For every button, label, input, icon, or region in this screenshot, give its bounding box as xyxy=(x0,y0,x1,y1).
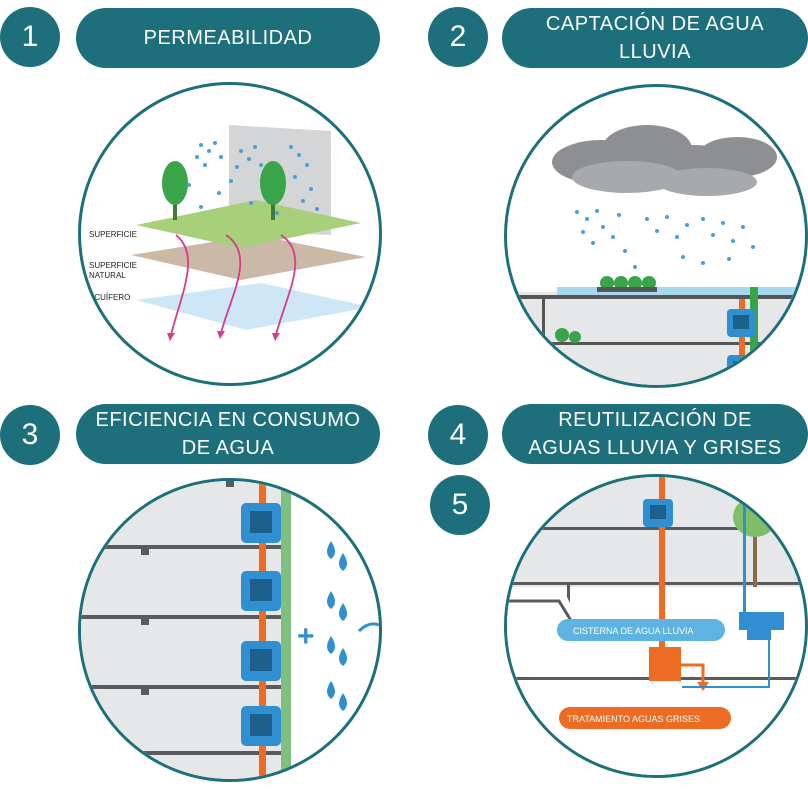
step-title-4-line-1: REUTILIZACIÓN DE xyxy=(558,409,752,431)
step-title-4-line-2: AGUAS LLUVIA Y GRISES xyxy=(528,437,782,459)
label-superficie: SUPERFICIE xyxy=(89,230,137,239)
step-title-4: REUTILIZACIÓN DE AGUAS LLUVIA Y GRISES xyxy=(502,404,808,464)
water-efficiency-diagram: + xyxy=(78,478,382,782)
treatment-label: TRATAMIENTO AGUAS GRISES xyxy=(567,714,700,724)
toilet-icon xyxy=(241,641,281,681)
treatment-shape xyxy=(559,707,731,729)
rain-icon xyxy=(575,209,755,269)
step-number-5: 5 xyxy=(430,475,490,535)
step-title-1: PERMEABILIDAD xyxy=(76,8,380,68)
cistern-label: CISTERNA DE AGUA LLUVIA xyxy=(573,626,694,636)
water-drop-icon xyxy=(327,541,347,711)
step-number-4: 4 xyxy=(428,405,488,465)
tree-icon xyxy=(260,161,286,220)
toilet-icon xyxy=(727,309,755,337)
step-number-1: 1 xyxy=(0,7,60,67)
step-title-1-line: PERMEABILIDAD xyxy=(143,27,313,49)
label-superficie-natural-2: NATURAL xyxy=(89,271,126,280)
label-superficie-natural-1: SUPERFICIE xyxy=(89,261,137,270)
step-number-3: 3 xyxy=(0,405,60,465)
step-title-2-line-1: CAPTACIÓN DE AGUA xyxy=(545,13,765,35)
natural-surface-plane xyxy=(131,235,366,280)
step-title-3-line-2: DE AGUA xyxy=(181,437,275,459)
green-roof-shrubs xyxy=(555,276,656,343)
tree-icon xyxy=(162,161,188,220)
step-number-2: 2 xyxy=(428,7,488,67)
rain-icon xyxy=(187,141,319,215)
toilet-icon xyxy=(727,355,755,383)
toilet-icon xyxy=(241,571,281,611)
water-tank-icon xyxy=(739,612,784,640)
step-title-2-line-2: LLUVIA xyxy=(619,41,691,63)
rain-harvest-diagram xyxy=(504,84,808,388)
reuse-diagram: CISTERNA DE AGUA LLUVIA TRATAMIENTO AGUA… xyxy=(504,474,808,778)
permeability-diagram: SUPERFICIE SUPERFICIE NATURAL ACUÍFERO xyxy=(78,82,382,386)
label-acuifero: ACUÍFERO xyxy=(89,293,130,302)
cistern-shape xyxy=(557,619,725,641)
toilet-icon xyxy=(241,503,281,543)
surface-plane xyxy=(136,200,361,248)
aquifer-plane xyxy=(136,283,371,330)
plus-sign: + xyxy=(297,620,315,653)
toilet-icon xyxy=(643,499,673,527)
step-title-2: CAPTACIÓN DE AGUA LLUVIA xyxy=(502,8,808,68)
step-title-3-line-1: EFICIENCIA EN CONSUMO xyxy=(95,409,361,431)
toilet-icon xyxy=(241,706,281,746)
step-title-3: EFICIENCIA EN CONSUMO DE AGUA xyxy=(76,404,380,464)
treatment-box xyxy=(649,647,681,681)
infiltration-arrows xyxy=(170,234,297,336)
